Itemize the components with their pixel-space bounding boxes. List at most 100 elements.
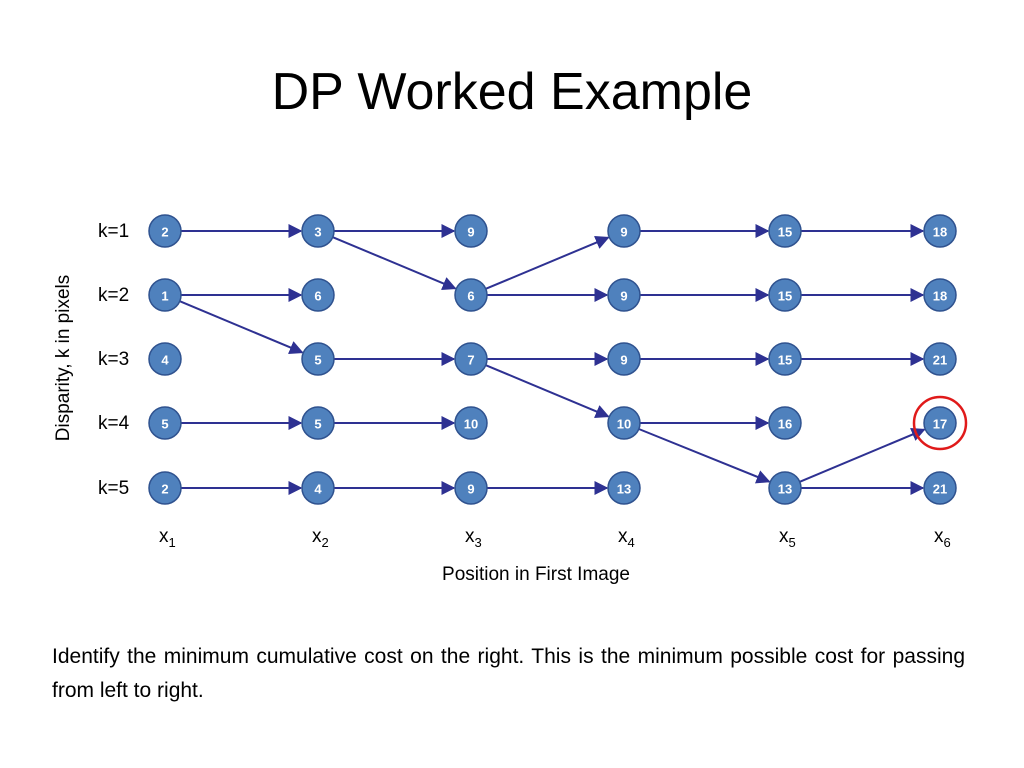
node-cost-label: 4 [314,482,322,497]
node-circle [454,471,488,505]
node-circle [607,406,641,440]
node-r3-c2: 5 [301,342,335,376]
node-circle [607,342,641,376]
caption-text: Identify the minimum cumulative cost on … [52,645,965,702]
node-cost-label: 10 [464,417,478,432]
edge-arrow [485,364,610,419]
node-r2-c4: 9 [607,278,641,312]
column-label-x1: x1 [159,526,176,550]
row-label-k1: k=1 [98,221,129,242]
node-r4-c1: 5 [148,406,182,440]
node-r2-c3: 6 [454,278,488,312]
node-cost-label: 9 [620,289,627,304]
edges-layer [179,224,926,495]
node-r2-c5: 15 [768,278,802,312]
edge-arrow [179,300,304,355]
node-circle [454,342,488,376]
node-r5-c2: 4 [301,471,335,505]
node-cost-label: 6 [314,289,321,304]
column-label-x5: x5 [779,526,796,550]
node-cost-label: 9 [620,225,627,240]
node-r5-c1: 2 [148,471,182,505]
node-circle [768,278,802,312]
node-cost-label: 13 [617,482,631,497]
node-r4-c3: 10 [454,406,488,440]
edge-arrow [332,236,457,291]
node-circle [607,214,641,248]
column-label-x2: x2 [312,526,329,550]
node-cost-label: 9 [467,225,474,240]
node-r5-c3: 9 [454,471,488,505]
node-circle [301,214,335,248]
edge-arrow [799,427,926,483]
node-r4-c2: 5 [301,406,335,440]
node-r3-c1: 4 [148,342,182,376]
node-cost-label: 15 [778,353,792,368]
node-r1-c5: 15 [768,214,802,248]
node-cost-label: 18 [933,289,947,304]
node-circle [768,406,802,440]
node-circle [607,471,641,505]
node-cost-label: 13 [778,482,792,497]
node-circle [923,471,957,505]
node-cost-label: 21 [933,353,947,368]
node-r3-c3: 7 [454,342,488,376]
node-circle [607,278,641,312]
node-circle [301,406,335,440]
node-r3-c4: 9 [607,342,641,376]
row-labels: k=1k=2k=3k=4k=5 [98,221,130,499]
node-r3-c5: 15 [768,342,802,376]
node-cost-label: 21 [933,482,947,497]
node-cost-label: 3 [314,225,321,240]
slide-title: DP Worked Example [271,63,753,121]
node-circle [923,214,957,248]
y-axis-label: Disparity, k in pixels [53,275,74,441]
node-cost-label: 17 [933,417,947,432]
node-cost-label: 5 [161,417,168,432]
node-r2-c1: 1 [148,278,182,312]
node-cost-label: 15 [778,289,792,304]
node-cost-label: 6 [467,289,474,304]
node-cost-label: 15 [778,225,792,240]
node-cost-label: 9 [467,482,474,497]
node-cost-label: 2 [161,225,168,240]
node-circle [148,406,182,440]
node-r1-c3: 9 [454,214,488,248]
node-r3-c6: 21 [923,342,957,376]
node-circle [148,342,182,376]
row-label-k4: k=4 [98,413,130,434]
node-circle [148,471,182,505]
node-r1-c4: 9 [607,214,641,248]
column-label-x4: x4 [618,526,635,550]
node-circle [301,471,335,505]
node-r5-c4: 13 [607,471,641,505]
node-r4-c4: 10 [607,406,641,440]
node-r4-c6: 17 [923,406,957,440]
node-circle [301,342,335,376]
minimum-cost-highlight-ring [912,395,968,451]
edge-arrow [485,235,610,290]
node-circle [923,278,957,312]
node-circle [454,406,488,440]
node-circle [454,214,488,248]
node-r5-c6: 21 [923,471,957,505]
node-r1-c6: 18 [923,214,957,248]
node-cost-label: 1 [161,289,168,304]
node-circle [768,471,802,505]
node-circle [148,278,182,312]
x-axis-label: Position in First Image [442,564,630,585]
row-label-k2: k=2 [98,285,129,306]
column-label-x6: x6 [934,526,951,550]
node-r4-c5: 16 [768,406,802,440]
node-r1-c2: 3 [301,214,335,248]
node-cost-label: 16 [778,417,792,432]
node-r2-c6: 18 [923,278,957,312]
node-cost-label: 10 [617,417,631,432]
node-circle [454,278,488,312]
node-circle [923,406,957,440]
node-cost-label: 5 [314,353,321,368]
row-label-k3: k=3 [98,349,129,370]
node-cost-label: 9 [620,353,627,368]
